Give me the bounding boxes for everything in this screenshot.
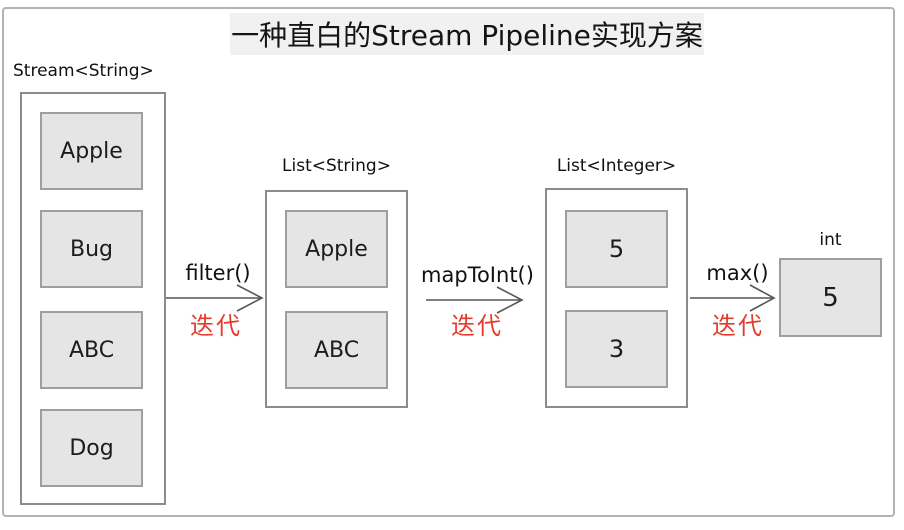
list-integer-item-3: 3 [565, 310, 668, 388]
list-string-label: List<String> [282, 156, 391, 176]
filter-note: 迭代 [190, 312, 242, 340]
maptoint-op-label: mapToInt() [421, 263, 534, 287]
diagram-frame [2, 7, 895, 517]
max-op-label: max() [706, 261, 769, 285]
stream-item-dog: Dog [40, 409, 143, 487]
maptoint-note: 迭代 [451, 312, 503, 340]
filter-arrow-icon [166, 283, 266, 313]
list-string-item-apple: Apple [285, 210, 388, 288]
max-note: 迭代 [712, 312, 764, 340]
result-type-label: int [819, 230, 842, 250]
stream-item-apple: Apple [40, 112, 143, 190]
stream-item-abc: ABC [40, 311, 143, 389]
list-integer-item-5: 5 [565, 210, 668, 288]
stream-item-bug: Bug [40, 210, 143, 288]
maptoint-arrow-icon [426, 285, 526, 315]
result-value-box: 5 [779, 258, 882, 337]
diagram-title: 一种直白的Stream Pipeline实现方案 [230, 13, 704, 55]
list-string-item-abc: ABC [285, 311, 388, 389]
filter-op-label: filter() [185, 261, 251, 285]
stream-label: Stream<String> [13, 61, 154, 81]
list-integer-label: List<Integer> [556, 156, 677, 176]
max-arrow-icon [690, 283, 778, 313]
